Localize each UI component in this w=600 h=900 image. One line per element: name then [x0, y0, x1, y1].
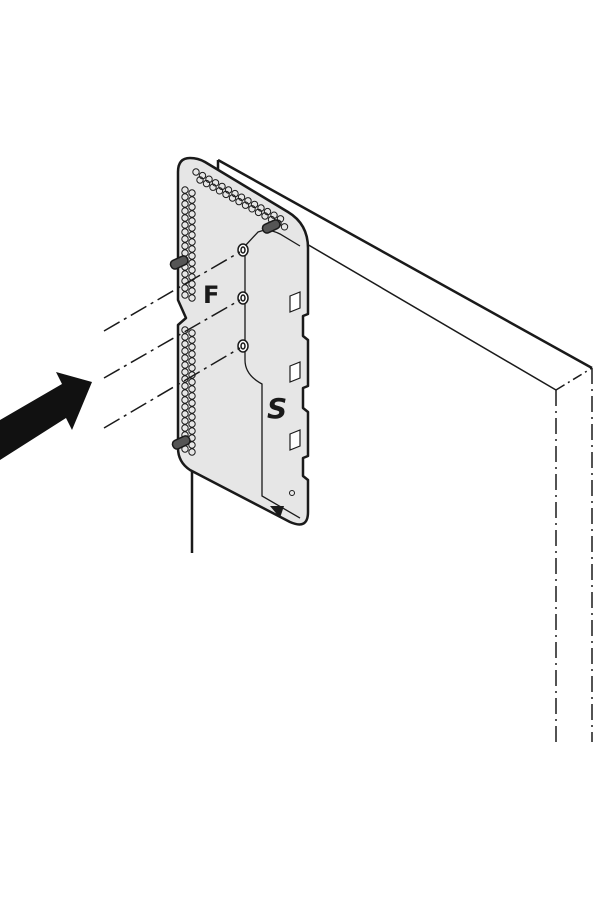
template-hole	[181, 382, 189, 390]
label-side: S	[267, 392, 287, 425]
template-hole	[181, 347, 189, 355]
template-hole	[188, 441, 196, 449]
template-hole	[181, 193, 189, 201]
template-hole	[254, 208, 263, 217]
template-hole	[276, 215, 285, 223]
template-hole	[188, 427, 196, 435]
template-hole	[181, 200, 189, 208]
template-hole	[188, 266, 196, 274]
template-hole	[188, 350, 196, 358]
template-hole	[181, 389, 189, 397]
template-hole	[181, 354, 189, 362]
template-hole	[181, 270, 189, 278]
template-hole	[209, 183, 217, 191]
template-hole	[181, 340, 189, 348]
marker-hole	[289, 490, 295, 496]
template-hole	[188, 413, 196, 421]
dowel-icon	[171, 435, 191, 450]
template-hole	[181, 424, 189, 432]
template-hole	[263, 207, 272, 216]
template-hole	[188, 224, 196, 232]
template-hole	[188, 364, 196, 372]
template-hole	[244, 197, 252, 205]
template-hole	[188, 287, 196, 295]
template-hole	[188, 294, 196, 302]
dowel-icon	[261, 219, 281, 234]
template-hole	[250, 200, 259, 209]
drill-bushings	[237, 243, 249, 353]
template-holes	[181, 168, 289, 456]
template-hole	[188, 189, 196, 197]
dowels	[169, 219, 281, 450]
template-hole	[181, 221, 189, 229]
template-hole	[188, 203, 196, 211]
template-hole	[237, 193, 246, 201]
template-hole	[188, 217, 196, 225]
template-hole	[188, 280, 196, 288]
template-hole	[215, 187, 224, 195]
template-hole	[188, 336, 196, 344]
template-hole	[188, 196, 196, 204]
template-hole	[211, 179, 220, 187]
template-hole	[181, 403, 189, 411]
template-hole	[224, 186, 233, 194]
template-hole	[202, 179, 211, 188]
template-hole	[218, 182, 226, 191]
template-hole	[235, 197, 243, 206]
template-hole	[181, 410, 189, 418]
template-hole	[188, 231, 196, 239]
template-hole	[181, 186, 189, 194]
template-hole	[181, 235, 189, 243]
template-hole	[188, 357, 196, 365]
label-front: F	[203, 281, 219, 309]
direction-arrow-icon	[0, 372, 92, 460]
template-hole	[228, 194, 237, 202]
template-hole	[188, 329, 196, 337]
template-hole	[181, 417, 189, 425]
template-hole	[181, 368, 189, 376]
direction-triangle-icon	[270, 506, 284, 518]
template-hole	[241, 201, 250, 209]
dowel-icon	[169, 255, 189, 270]
template-hole	[231, 189, 239, 198]
template-hole	[188, 238, 196, 246]
template-hole	[181, 242, 189, 250]
template-hole	[188, 378, 196, 386]
template-hole	[188, 420, 196, 428]
template-hole	[196, 176, 204, 184]
template-hole	[188, 392, 196, 400]
cabinet-panel	[190, 158, 593, 742]
template-hole	[188, 406, 196, 414]
template-hole	[188, 252, 196, 260]
template-hole	[181, 207, 189, 215]
template-hole	[280, 223, 289, 231]
template-hole	[188, 210, 196, 218]
template-hole	[188, 385, 196, 393]
template-hole	[181, 228, 189, 236]
template-hole	[181, 333, 189, 341]
template-hole	[188, 245, 196, 253]
template-hole	[188, 259, 196, 267]
template-hole	[188, 448, 196, 456]
template-hole	[181, 361, 189, 369]
template-hole	[205, 175, 213, 183]
template-hole	[181, 396, 189, 404]
template-hole	[270, 211, 278, 219]
drill-axis-lines	[103, 251, 241, 429]
template-hole	[188, 343, 196, 351]
template-hole	[261, 212, 269, 220]
template-hole	[192, 168, 200, 176]
template-hole	[181, 291, 189, 299]
tabs	[289, 291, 301, 451]
template-hole	[181, 214, 189, 222]
template-hole	[257, 204, 265, 212]
template-hole	[188, 399, 196, 407]
template-hole	[222, 190, 230, 199]
template-hole	[248, 205, 256, 213]
template-hole	[198, 171, 207, 180]
